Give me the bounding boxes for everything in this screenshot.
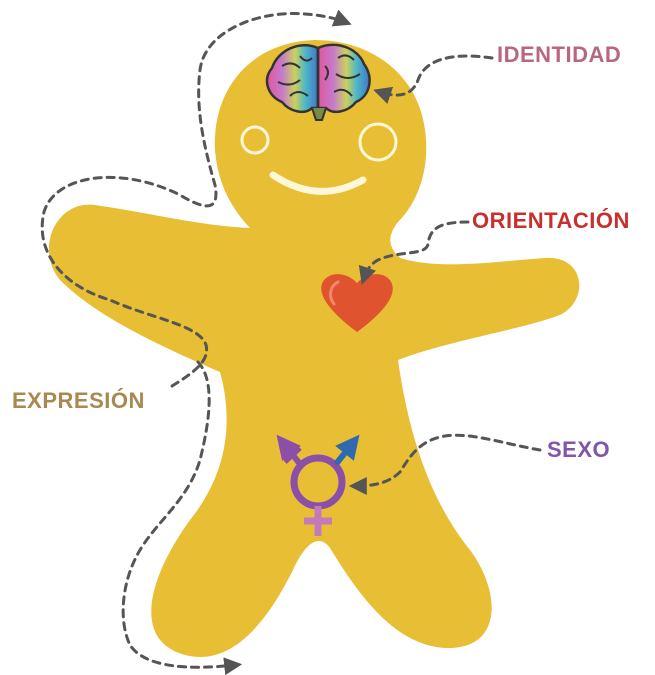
identidad-arrow [373, 54, 494, 104]
gingerbread-body [48, 40, 580, 658]
expresion-label: EXPRESIÓN [12, 388, 145, 413]
heart-icon [321, 274, 393, 332]
identidad-label: IDENTIDAD [497, 42, 622, 67]
expresion-arrow-top [40, 9, 352, 388]
sexo-arrow [348, 433, 542, 495]
right-eye [358, 122, 398, 162]
expresion-arrow-bottom [121, 360, 243, 675]
sexo-label: SEXO [547, 437, 611, 462]
brain-icon [265, 43, 371, 121]
orientacion-label: ORIENTACIÓN [472, 208, 630, 233]
left-eye [240, 125, 270, 155]
transgender-symbol-icon [276, 434, 360, 536]
orientacion-arrow [358, 220, 470, 285]
smile [269, 171, 367, 195]
